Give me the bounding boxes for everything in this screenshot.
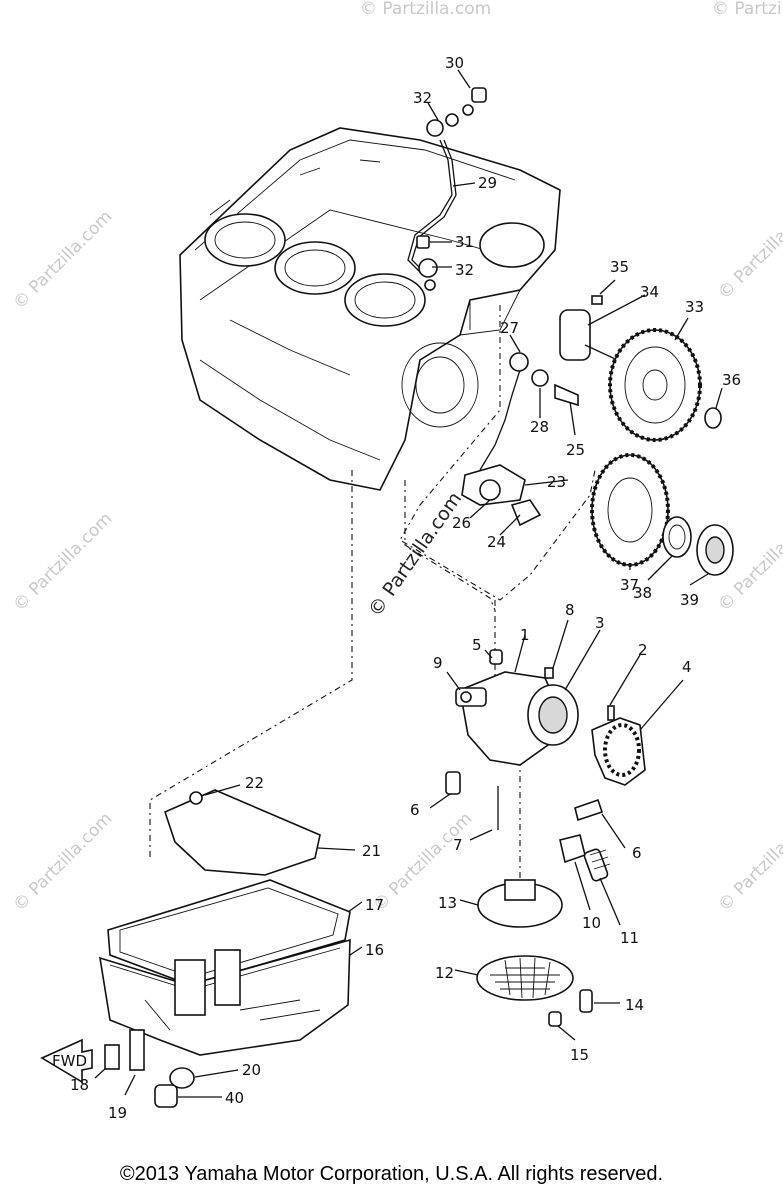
watermark-center: © Partzilla.com	[364, 488, 466, 621]
oil-pipe-lower	[461, 352, 579, 527]
copyright-notice: ©2013 Yamaha Motor Corporation, U.S.A. A…	[119, 1163, 664, 1185]
callout-36: 36	[722, 371, 741, 389]
callout-23: 23	[547, 473, 566, 491]
callout-2: 2	[638, 641, 648, 659]
watermark-right-1: © Partzilla.com	[714, 197, 783, 304]
callout-28: 28	[530, 418, 549, 436]
leader-lines	[94, 69, 723, 1098]
callout-13: 13	[438, 894, 457, 912]
callout-1: 1	[520, 626, 530, 644]
watermark-left-3: © Partzilla.com	[9, 809, 116, 916]
callout-31: 31	[455, 233, 474, 251]
oil-strainer-assembly	[476, 879, 593, 1027]
callout-38: 38	[633, 584, 652, 602]
callout-12: 12	[435, 964, 454, 982]
callout-18: 18	[70, 1076, 89, 1094]
callout-35: 35	[610, 258, 629, 276]
callout-14: 14	[625, 996, 644, 1014]
callout-15: 15	[570, 1046, 589, 1064]
callout-20: 20	[242, 1061, 261, 1079]
callout-9: 9	[433, 654, 443, 672]
callout-11: 11	[620, 929, 639, 947]
callout-7: 7	[453, 836, 463, 854]
watermark-right-3: © Partzilla.com	[714, 809, 783, 916]
oil-pan-assembly	[99, 789, 351, 1108]
callout-39: 39	[680, 591, 699, 609]
drive-assembly-outline-2	[404, 480, 496, 611]
oil-delivery-pipe	[407, 87, 487, 291]
callout-21: 21	[362, 842, 381, 860]
callout-3: 3	[595, 614, 605, 632]
oil-pump-assembly	[445, 649, 646, 882]
callout-22: 22	[245, 774, 264, 792]
callout-27: 27	[500, 319, 519, 337]
callout-37: 37	[620, 576, 639, 594]
callout-6-left: 6	[410, 801, 420, 819]
callout-32-top: 32	[413, 89, 432, 107]
callout-10: 10	[582, 914, 601, 932]
callout-5: 5	[472, 636, 482, 654]
callout-6-right: 6	[632, 844, 642, 862]
callout-24: 24	[487, 533, 506, 551]
callout-17: 17	[365, 896, 384, 914]
callout-19: 19	[108, 1104, 127, 1122]
callout-25: 25	[566, 441, 585, 459]
callout-29: 29	[478, 174, 497, 192]
callout-40: 40	[225, 1089, 244, 1107]
callout-26: 26	[452, 514, 471, 532]
callout-4: 4	[682, 658, 692, 676]
watermark-top-right: © Partzilla.com	[712, 0, 783, 19]
callout-8: 8	[565, 601, 575, 619]
forward-direction-arrow: FWD	[40, 1038, 93, 1084]
callout-34: 34	[640, 283, 659, 301]
callout-16: 16	[365, 941, 384, 959]
centerline-left	[149, 470, 353, 860]
watermark-left-1: © Partzilla.com	[9, 207, 116, 314]
fwd-label: FWD	[52, 1052, 87, 1070]
callout-32-bottom: 32	[455, 261, 474, 279]
callout-30: 30	[445, 54, 464, 72]
exploded-parts-diagram: © Partzilla.com © Partzilla.com © Partzi…	[9, 0, 783, 1122]
watermark-top-center: © Partzilla.com	[360, 0, 491, 19]
idle-gear-assembly	[559, 295, 734, 576]
callout-33: 33	[685, 298, 704, 316]
engine-block	[179, 127, 561, 491]
watermark-left-2: © Partzilla.com	[9, 509, 116, 616]
callout-labels: 1 2 3 4 5 6 6 7 8 9 10 11 12 13 14 15 16…	[70, 54, 741, 1122]
